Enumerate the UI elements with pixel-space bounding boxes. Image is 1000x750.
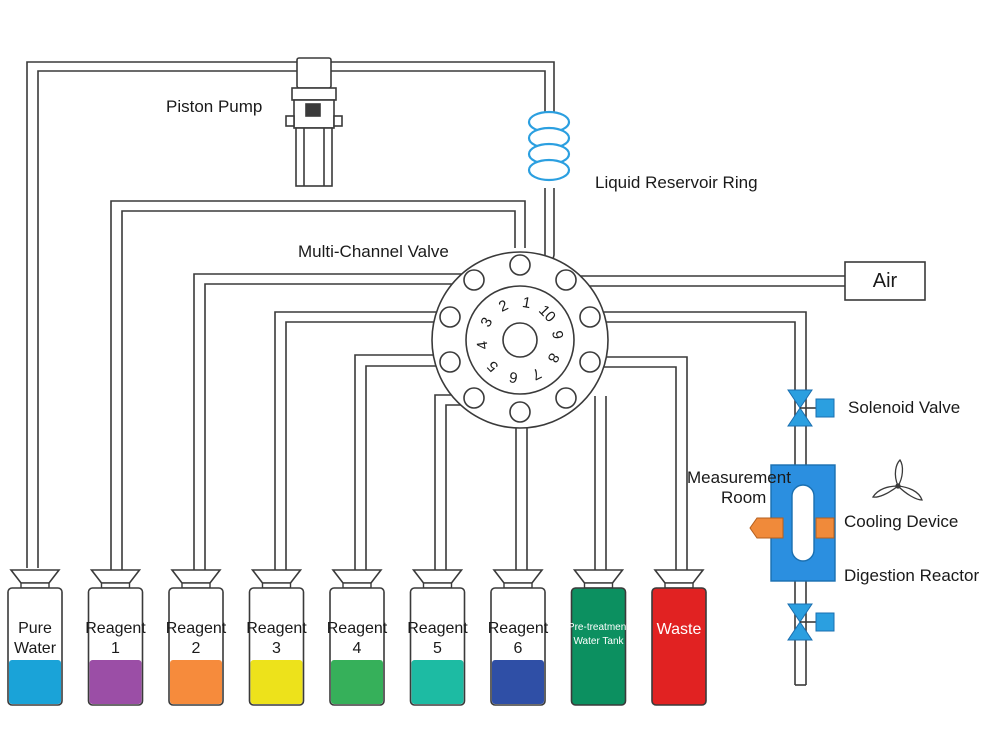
bottle-cap-icon: [331, 569, 383, 584]
bottle: Reagent 6: [488, 569, 549, 706]
bottle-label-line2: 4: [353, 640, 362, 657]
bottle-label-line2: 2: [192, 640, 201, 657]
bottle-liquid: [9, 660, 61, 704]
solenoid-valve-top-icon: [787, 389, 835, 427]
bottle: Reagent 5: [407, 569, 468, 706]
bottle-liquid: [411, 660, 464, 704]
bottle-label-line1: Reagent: [246, 620, 307, 637]
bottle-label-line2: 5: [433, 640, 442, 657]
air-label: Air: [873, 270, 898, 292]
bottle-cap-icon: [170, 569, 222, 584]
bottle-label-line1: Reagent: [85, 620, 146, 637]
solenoid-valve-label: Solenoid Valve: [848, 398, 960, 417]
bottle-row: PureWaterReagent1Reagent2Reagent3Reagent…: [7, 569, 707, 706]
bottle-cap-icon: [572, 569, 625, 584]
measurement-room-label-line2: Room: [721, 488, 766, 507]
bottle-cap-icon: [89, 569, 142, 584]
bottle-liquid: [170, 660, 222, 704]
bottle-label-line1: Reagent: [327, 620, 388, 637]
bottle-label-line1: Reagent: [407, 620, 468, 637]
bottle-label-line1: Pure: [18, 620, 52, 637]
bottle: Reagent 2: [166, 569, 227, 706]
solenoid-valve-bottom-icon: [787, 603, 835, 641]
valve-port-number: 4: [474, 340, 492, 351]
bottle-liquid: [89, 660, 142, 704]
bottle-label-line2: 6: [514, 640, 523, 657]
bottle-cap-icon: [411, 569, 464, 584]
bottle-label-line1: Reagent: [166, 620, 227, 637]
bottle-liquid: [653, 660, 705, 704]
bottle: Reagent 4: [327, 569, 388, 706]
liquid-reservoir-ring-icon: [527, 110, 571, 182]
bottle-label-line1: Pre-treatment: [568, 622, 629, 633]
bottle-label-line2: 1: [111, 640, 120, 657]
bottle: Waste: [651, 569, 707, 706]
digestion-reactor-label: Digestion Reactor: [844, 566, 979, 585]
cooling-device-label: Cooling Device: [844, 512, 958, 531]
piston-pump-icon: [285, 57, 343, 187]
bottle-label-line1: Waste: [657, 621, 702, 638]
bottle-liquid: [572, 660, 625, 704]
bottle-cap-icon: [492, 569, 544, 584]
bottle-label-line2: Water Tank: [573, 636, 624, 647]
multi-channel-valve-label: Multi-Channel Valve: [298, 242, 449, 261]
bottle: Reagent 1: [85, 569, 146, 706]
cooling-fan-icon: [871, 458, 923, 501]
piston-pump-label: Piston Pump: [166, 97, 262, 116]
bottle-liquid: [250, 660, 303, 704]
bottle-cap-icon: [9, 569, 61, 584]
bottle-label-line1: Reagent: [488, 620, 549, 637]
measurement-room-label-line1: Measurement: [687, 468, 791, 487]
bottle-label-line2: 3: [272, 640, 281, 657]
bottle: Reagent 3: [246, 569, 307, 706]
bottle-cap-icon: [250, 569, 303, 584]
digestion-reactor-icon: [749, 464, 836, 582]
bottle-liquid: [492, 660, 544, 704]
valve-port-number: 1: [521, 294, 532, 312]
multi-channel-valve: [431, 251, 609, 429]
bottle-label-line2: Water: [14, 640, 57, 657]
valve-port-number: 6: [508, 368, 519, 386]
air-box: [844, 261, 926, 301]
bottle-liquid: [331, 660, 383, 704]
valve-port-number: 9: [548, 330, 566, 341]
liquid-reservoir-ring-label: Liquid Reservoir Ring: [595, 173, 758, 192]
bottle-cap-icon: [653, 569, 705, 584]
